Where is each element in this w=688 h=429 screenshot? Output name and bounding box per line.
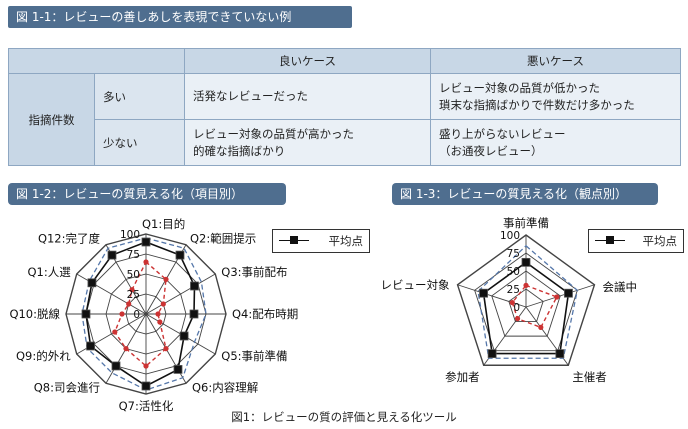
data-point bbox=[190, 281, 199, 291]
axis-label: Q8:司会進行 bbox=[34, 380, 100, 394]
data-point bbox=[523, 282, 529, 288]
data-point bbox=[141, 381, 151, 391]
data-point bbox=[123, 346, 129, 352]
row-group-header: 指摘件数 bbox=[8, 73, 95, 166]
grid-ring bbox=[491, 270, 561, 337]
series-line bbox=[482, 261, 570, 355]
tick-label: 100 bbox=[500, 230, 520, 242]
axis-label: Q7:活性化 bbox=[119, 399, 174, 413]
legend-label: 平均点 bbox=[328, 234, 364, 248]
series-line bbox=[477, 244, 579, 359]
data-point bbox=[163, 346, 169, 352]
axis-label: Q2:範囲提示 bbox=[190, 232, 256, 246]
axis-label: Q5:事前準備 bbox=[221, 349, 287, 363]
data-point bbox=[514, 316, 521, 322]
data-point bbox=[141, 237, 151, 247]
data-point bbox=[160, 301, 166, 307]
axis-label: Q1:人選 bbox=[27, 265, 71, 279]
cell-good: レビュー対象の品質が高かった 的確な指摘ばかり bbox=[184, 119, 431, 166]
data-point bbox=[179, 331, 189, 341]
axis-label: 事前準備 bbox=[503, 216, 549, 230]
figure-1-1-title: 図 1-1：レビューの善しあしを表現できていない例 bbox=[8, 6, 352, 28]
cell-bad: レビュー対象の品質が低かった 瑣末な指摘ばかりで件数だけ多かった bbox=[430, 73, 681, 120]
comparison-table: 良いケース 悪いケース 指摘件数 多い 活発なレビューだった レビュー対象の品質… bbox=[8, 48, 681, 166]
tick-label: 100 bbox=[120, 229, 140, 241]
axis-label: Q3:事前配布 bbox=[221, 265, 287, 279]
axis-label: 主催者 bbox=[572, 370, 607, 384]
legend-label: 平均点 bbox=[642, 234, 678, 248]
col-header-bad: 悪いケース bbox=[430, 48, 681, 74]
data-point bbox=[521, 257, 531, 267]
cell-bad: 盛り上がらないレビュー （お通夜レビュー） bbox=[430, 119, 681, 166]
data-point bbox=[564, 288, 573, 298]
row-label: 多い bbox=[94, 73, 185, 120]
axis-label: Q12:完了度 bbox=[38, 232, 101, 246]
grid-ring bbox=[508, 288, 544, 323]
axis-label: 参加者 bbox=[445, 370, 480, 384]
tick-label: 75 bbox=[507, 248, 520, 260]
data-point bbox=[143, 259, 149, 265]
data-point bbox=[126, 301, 132, 307]
tick-label: 0 bbox=[133, 309, 140, 321]
tick-label: 25 bbox=[507, 284, 520, 296]
axis-label: Q4:配布時期 bbox=[232, 307, 298, 321]
tick-label: 75 bbox=[127, 249, 140, 261]
data-point bbox=[111, 361, 121, 371]
axis-label: レビュー対象 bbox=[381, 278, 450, 292]
data-point bbox=[81, 309, 91, 319]
figure-1-2-title: 図 1-2：レビューの質見える化（項目別） bbox=[8, 183, 286, 205]
data-point bbox=[112, 329, 118, 335]
data-point bbox=[554, 294, 560, 300]
tick-label: 0 bbox=[513, 302, 520, 314]
grid-ring bbox=[456, 234, 596, 366]
grid-ring bbox=[474, 252, 578, 352]
table-corner-cell bbox=[8, 48, 185, 74]
data-point bbox=[86, 341, 95, 351]
legend-items: 平均点 bbox=[272, 229, 370, 253]
data-point bbox=[163, 276, 169, 282]
grid-spoke bbox=[525, 284, 595, 308]
data-point bbox=[479, 288, 488, 298]
data-point bbox=[119, 311, 125, 317]
legend-viewpoints: 平均点 bbox=[588, 229, 684, 253]
data-point bbox=[157, 319, 163, 325]
tick-label: 50 bbox=[507, 266, 520, 278]
axis-label: Q9:的外れ bbox=[16, 349, 71, 363]
table-row: 少ない レビュー対象の品質が高かった 的確な指摘ばかり 盛り上がらないレビュー … bbox=[9, 119, 681, 166]
data-point bbox=[155, 311, 161, 317]
figure-1-3-title: 図 1-3：レビューの質見える化（観点別） bbox=[392, 183, 658, 205]
data-point bbox=[87, 278, 97, 288]
data-point bbox=[538, 324, 544, 330]
col-header-good: 良いケース bbox=[184, 48, 431, 74]
data-point bbox=[175, 250, 185, 260]
figure-caption: 図1：レビューの質の評価と見える化ツール bbox=[231, 410, 457, 424]
tick-label: 50 bbox=[127, 269, 140, 281]
table-header-row: 良いケース 悪いケース bbox=[8, 48, 681, 74]
data-point bbox=[487, 349, 497, 358]
data-point bbox=[509, 299, 515, 306]
data-point bbox=[129, 287, 135, 293]
legend-square-marker-icon bbox=[606, 236, 614, 244]
series-line bbox=[511, 284, 558, 329]
axis-label: 会議中 bbox=[602, 280, 637, 294]
row-label: 少ない bbox=[94, 119, 185, 166]
axis-label: Q1:目的 bbox=[142, 217, 185, 231]
table-row: 指摘件数 多い 活発なレビューだった レビュー対象の品質が低かった 瑣末な指摘ば… bbox=[8, 73, 681, 166]
data-point bbox=[189, 309, 199, 319]
data-point bbox=[173, 365, 183, 374]
tick-label: 25 bbox=[127, 289, 140, 301]
axis-label: Q6:内容理解 bbox=[192, 380, 259, 394]
data-point bbox=[143, 363, 149, 369]
data-point bbox=[555, 349, 565, 358]
data-point bbox=[107, 250, 117, 260]
legend-square-marker-icon bbox=[290, 236, 298, 244]
grid-spoke bbox=[145, 273, 216, 315]
axis-label: Q10:脱線 bbox=[9, 307, 60, 321]
